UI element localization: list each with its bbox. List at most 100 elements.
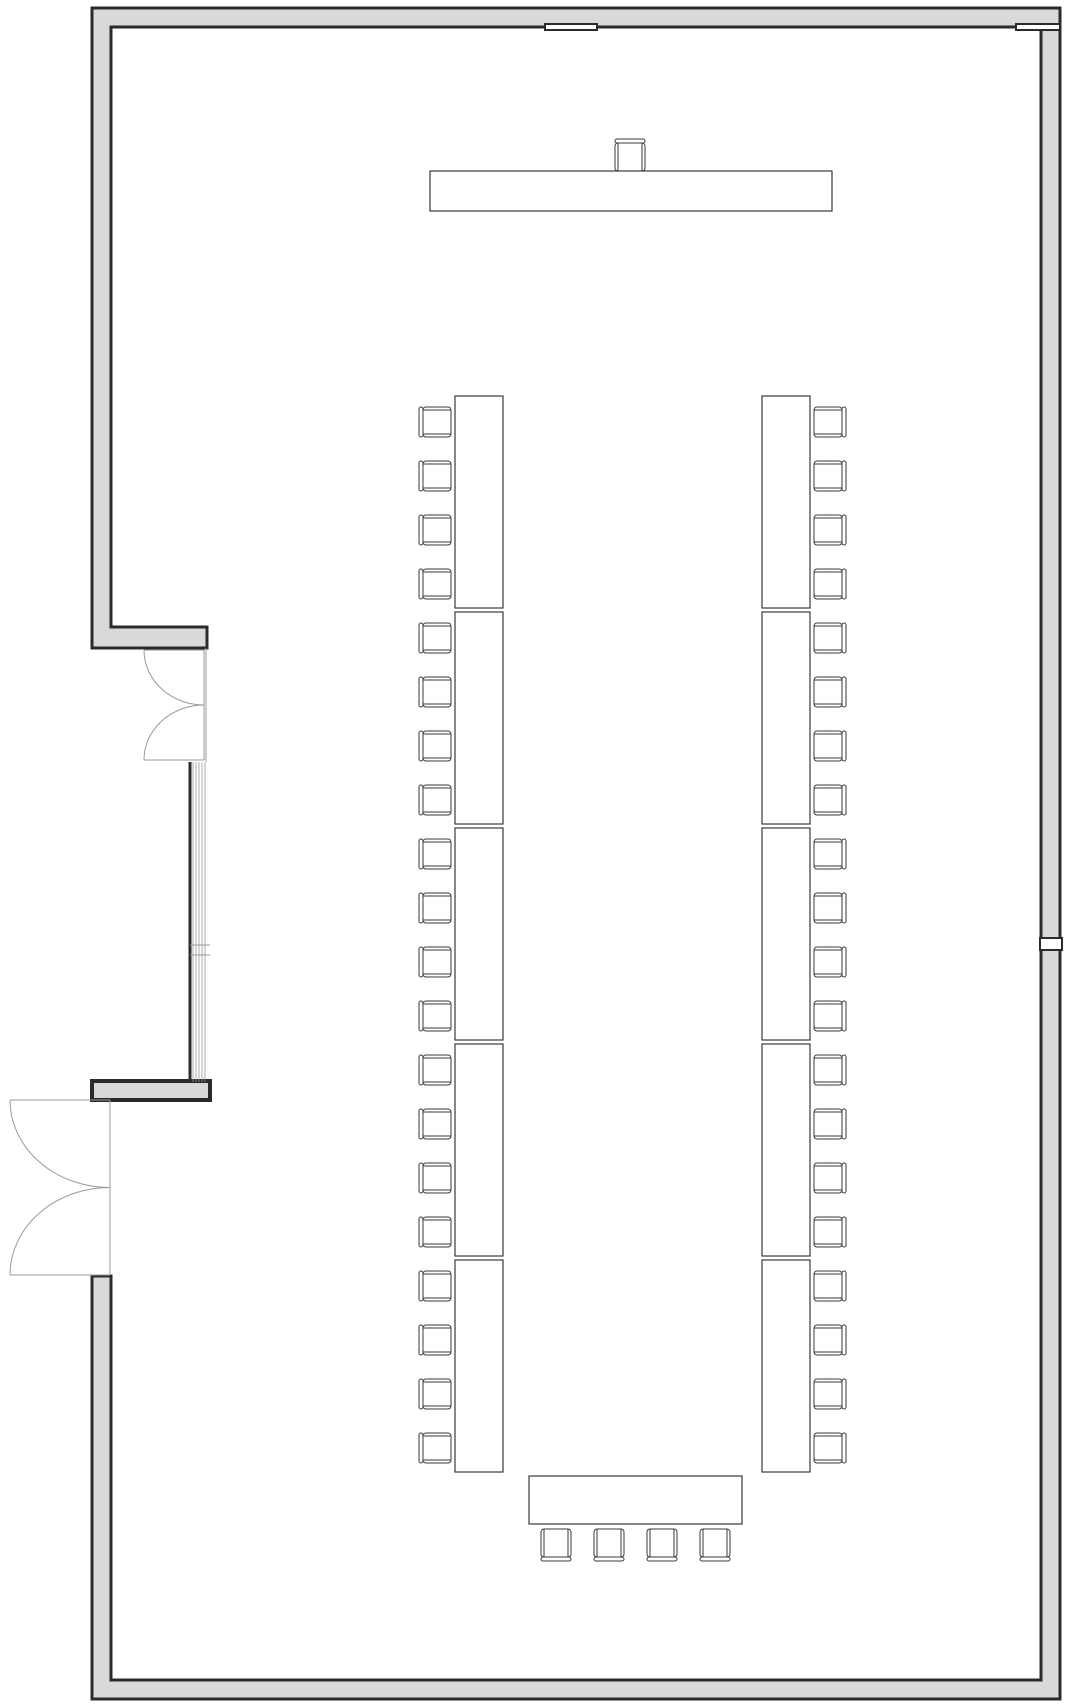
chair-back: [841, 892, 847, 924]
chair-back: [841, 1324, 847, 1356]
right-row-table: [761, 395, 811, 609]
doors: [9, 649, 205, 1276]
left-row-chair: [418, 946, 452, 978]
chair-seat: [813, 1270, 843, 1302]
left-row-chair: [418, 406, 452, 438]
left-row-chair: [418, 1432, 452, 1464]
bottom-table-chair: [540, 1528, 572, 1562]
chair-seat: [813, 460, 843, 492]
right-row-chair: [813, 892, 847, 924]
chair-back: [841, 1162, 847, 1194]
chair-seat: [422, 1378, 452, 1410]
chair-seat: [813, 892, 843, 924]
wall-opening-top: [544, 23, 598, 31]
chair-back: [699, 1556, 731, 1562]
chair-back: [841, 460, 847, 492]
left-row-chair: [418, 1324, 452, 1356]
right-row-chair: [813, 1270, 847, 1302]
left-row-chair: [418, 568, 452, 600]
chair-seat: [813, 730, 843, 762]
wall-segment: [90, 1079, 212, 1102]
wall-opening-right: [1039, 937, 1063, 951]
right-row-chair: [813, 1378, 847, 1410]
chair-back: [841, 1108, 847, 1140]
chair-back: [418, 676, 424, 708]
left-row-chair: [418, 784, 452, 816]
chair-seat: [813, 784, 843, 816]
chair-seat: [813, 406, 843, 438]
right-row-chair: [813, 1432, 847, 1464]
right-row-chair: [813, 514, 847, 546]
chair-back: [418, 1216, 424, 1248]
chair-seat: [813, 1378, 843, 1410]
chair-seat: [422, 1162, 452, 1194]
bottom-table: [528, 1475, 743, 1525]
chair-seat: [813, 568, 843, 600]
furniture: [418, 138, 847, 1562]
chair-seat: [422, 892, 452, 924]
chair-seat: [422, 946, 452, 978]
left-row-chair: [418, 1054, 452, 1086]
door-swing-arc: [9, 1187, 111, 1276]
right-row-chair: [813, 946, 847, 978]
chair-back: [418, 1000, 424, 1032]
chair-back: [841, 1270, 847, 1302]
chair-back: [841, 784, 847, 816]
bottom-table-chair: [593, 1528, 625, 1562]
right-row-chair: [813, 406, 847, 438]
chair-seat: [614, 142, 646, 172]
chair-seat: [813, 622, 843, 654]
chair-seat: [813, 1216, 843, 1248]
chair-back: [540, 1556, 572, 1562]
chair-seat: [422, 514, 452, 546]
right-row-chair: [813, 730, 847, 762]
chair-back: [418, 622, 424, 654]
outer-wall: [90, 6, 1062, 1701]
chair-back: [418, 892, 424, 924]
left-row-chair: [418, 514, 452, 546]
right-row-table: [761, 1259, 811, 1473]
chair-back: [418, 1108, 424, 1140]
chair-back: [841, 514, 847, 546]
door-swing-arc: [9, 1099, 111, 1188]
left-row-table: [454, 827, 504, 1041]
right-row-table: [761, 827, 811, 1041]
chair-seat: [422, 1270, 452, 1302]
chair-back: [841, 1054, 847, 1086]
chair-seat: [422, 784, 452, 816]
chair-seat: [422, 568, 452, 600]
chair-back: [418, 568, 424, 600]
chair-seat: [813, 946, 843, 978]
left-row-table: [454, 395, 504, 609]
head-table-chair: [614, 138, 646, 172]
door-swing-arc: [143, 704, 205, 761]
right-row-chair: [813, 1324, 847, 1356]
chair-back: [418, 784, 424, 816]
right-row-chair: [813, 1216, 847, 1248]
left-row-chair: [418, 892, 452, 924]
chair-seat: [813, 838, 843, 870]
right-row-table: [761, 611, 811, 825]
chair-back: [593, 1556, 625, 1562]
walls: [90, 6, 1062, 1701]
chair-seat: [422, 676, 452, 708]
chair-back: [418, 1432, 424, 1464]
chair-seat: [422, 1000, 452, 1032]
right-row-chair: [813, 568, 847, 600]
chair-seat: [813, 1000, 843, 1032]
left-row-table: [454, 1043, 504, 1257]
chair-back: [841, 1000, 847, 1032]
chair-back: [418, 730, 424, 762]
chair-back: [418, 514, 424, 546]
chair-back: [418, 1162, 424, 1194]
left-row-chair: [418, 1270, 452, 1302]
chair-back: [418, 946, 424, 978]
right-row-chair: [813, 1000, 847, 1032]
chair-seat: [646, 1528, 678, 1558]
left-row-table: [454, 611, 504, 825]
chair-back: [841, 838, 847, 870]
chair-back: [841, 1216, 847, 1248]
chair-back: [418, 838, 424, 870]
chair-seat: [422, 1108, 452, 1140]
chair-back: [841, 1432, 847, 1464]
